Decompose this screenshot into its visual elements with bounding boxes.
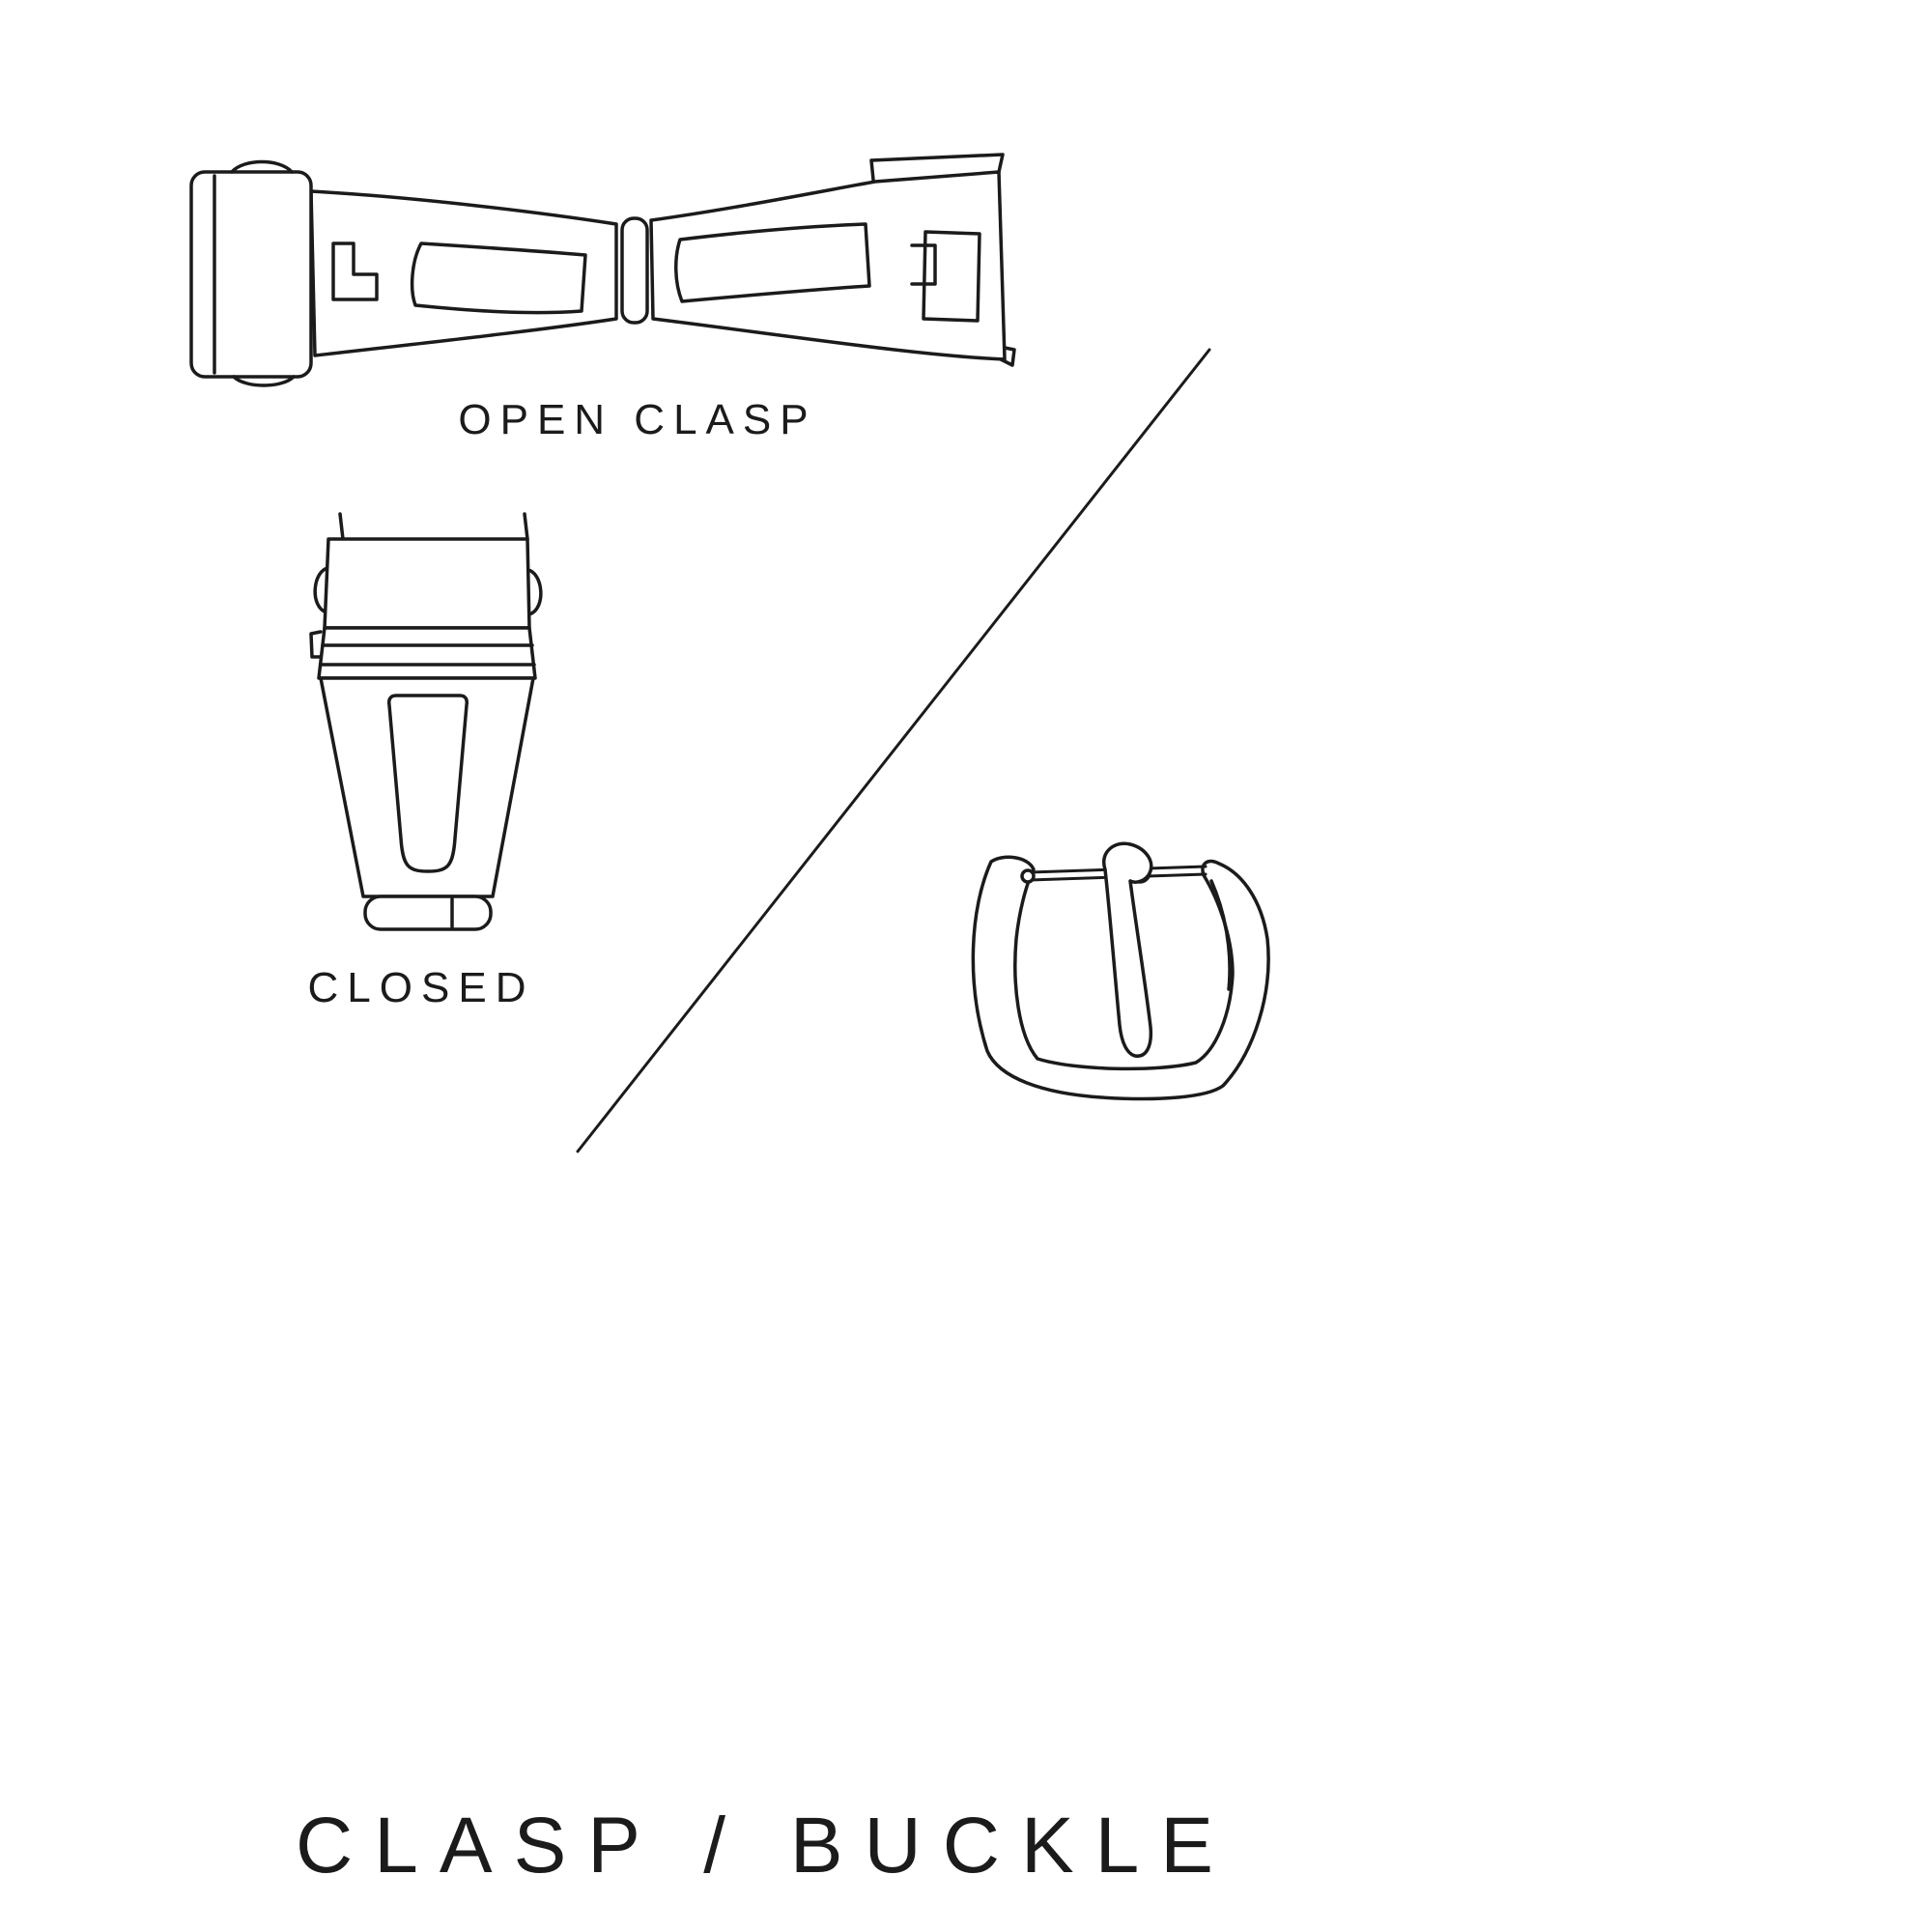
closed-clasp-prong-left: [338, 512, 345, 541]
open-clasp-right-cutout: [922, 230, 981, 323]
open-clasp-hinge: [620, 216, 649, 325]
closed-label: CLOSED: [307, 964, 535, 1011]
tang-buckle-illustration: [971, 841, 1270, 1101]
open-clasp-right-link: [649, 170, 1007, 361]
open-clasp-end-block-top-tab: [230, 159, 294, 174]
open-clasp-label: OPEN CLASP: [458, 396, 817, 443]
open-clasp-end-block: [189, 170, 313, 379]
closed-clasp-ear-right: [526, 568, 543, 616]
closed-clasp-body: [319, 676, 535, 898]
closed-clasp-top-block: [323, 537, 531, 630]
buckle-pin-cap: [1020, 868, 1036, 884]
closed-clasp-illustration: [309, 512, 543, 931]
closed-clasp-inner-panel: [387, 694, 469, 873]
open-clasp-illustration: [189, 153, 1016, 387]
closed-clasp-bottom-bar: [363, 895, 493, 931]
open-clasp-right-top-bar: [869, 153, 1005, 182]
open-clasp-left-panel: [410, 242, 587, 315]
open-clasp-right-panel: [673, 222, 871, 303]
ink-layer: [189, 153, 1270, 1153]
closed-clasp-prong-right: [523, 512, 529, 541]
diagonal-divider: [576, 348, 1211, 1153]
open-clasp-left-link: [309, 189, 618, 357]
buckle-prong: [1101, 841, 1153, 1058]
page-title: CLASP / BUCKLE: [296, 1802, 1235, 1889]
buckle-frame-detail: [1209, 879, 1232, 991]
open-clasp-right-bottom-step: [999, 346, 1016, 367]
open-clasp-left-notch: [331, 242, 379, 301]
open-clasp-end-block-bottom-tab: [232, 375, 296, 387]
closed-clasp-band: [317, 626, 537, 680]
closed-clasp-band-notch: [309, 630, 323, 659]
open-clasp-right-hook: [910, 243, 937, 286]
